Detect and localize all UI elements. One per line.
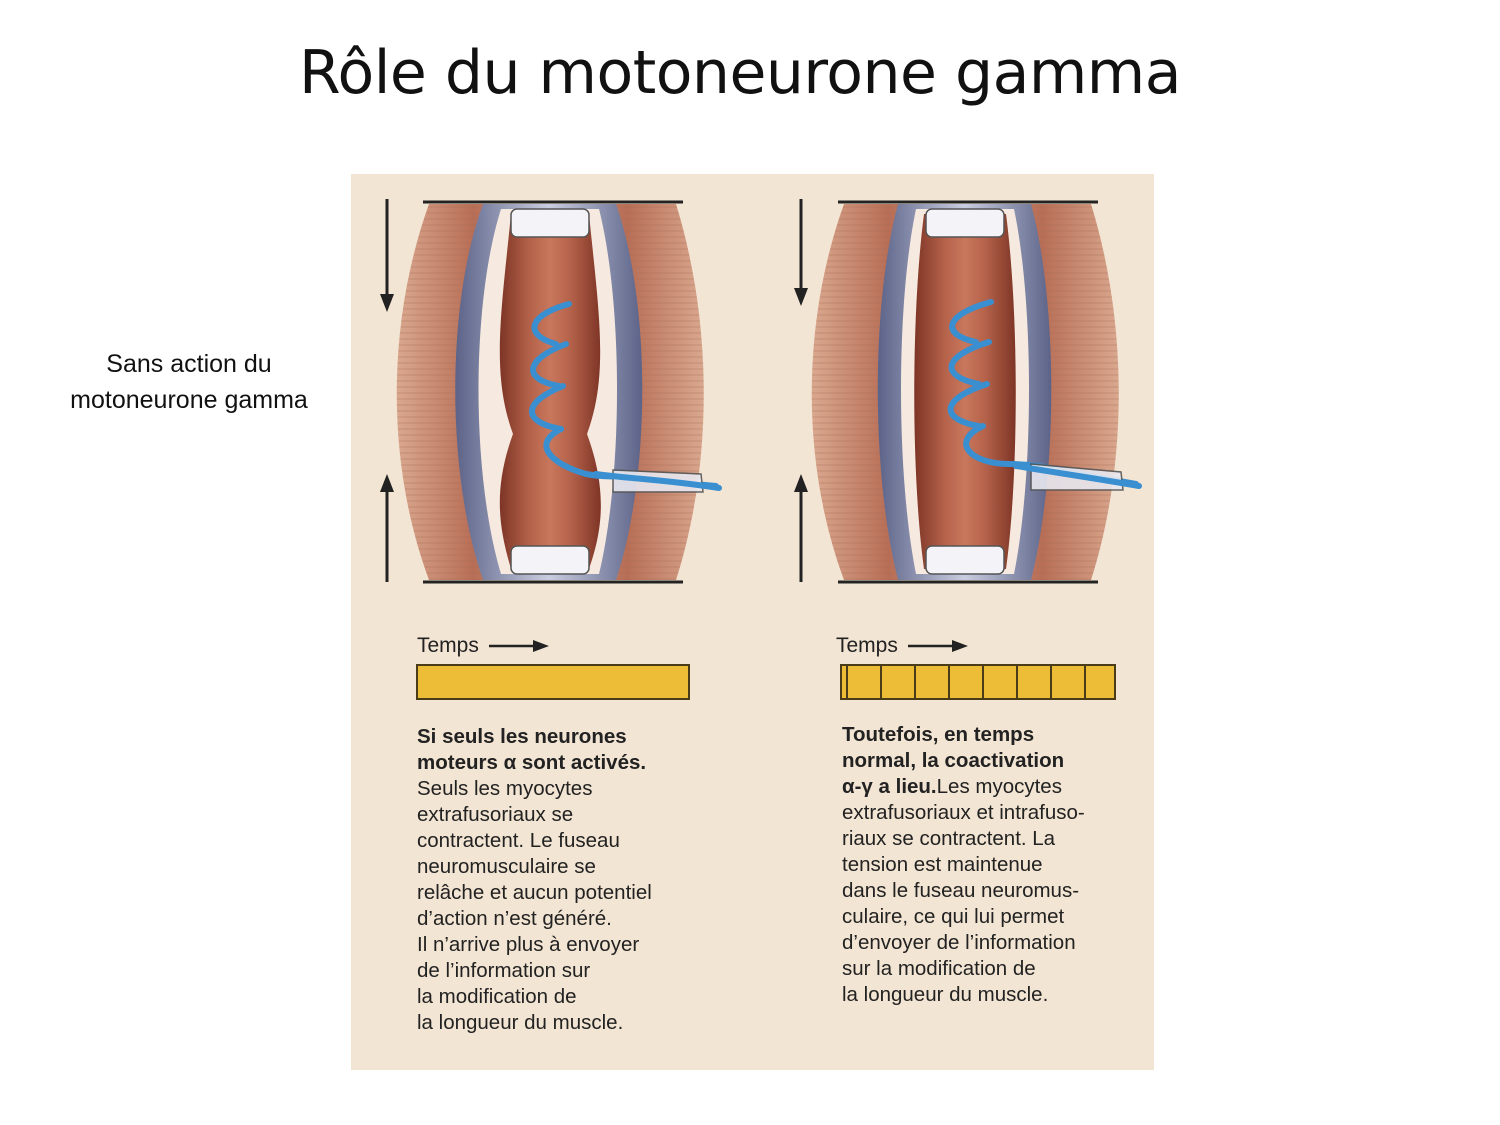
right-caption-mixed-line: α-γ a lieu.Les myocytes [842, 774, 1085, 800]
action-potential-tick [948, 666, 950, 698]
right-caption-line: dans le fuseau neuromus- [842, 879, 1080, 902]
right-caption-tail: Les myocytes [936, 775, 1062, 798]
right-caption-line: riaux se contractent. La [842, 827, 1056, 850]
right-caption-bold-2: normal, la coactivation [842, 749, 1065, 772]
side-label-line-2: motoneurone gamma [70, 386, 308, 414]
left-temps-text: Temps [417, 634, 479, 657]
left-caption-bold-1: Si seuls les neurones [417, 725, 627, 748]
action-potential-tick [1050, 666, 1052, 698]
time-arrow-icon [488, 640, 549, 652]
right-temps-label: Temps [836, 634, 968, 658]
side-label: Sans action du motoneurone gamma [38, 346, 340, 418]
left-caption-line: la longueur du muscle. [417, 1011, 624, 1034]
left-caption-line: relâche et aucun potentiel [417, 881, 652, 904]
action-potential-tick [1016, 666, 1018, 698]
action-potential-tick [1084, 666, 1086, 698]
spindle-illustration [380, 199, 1142, 584]
left-activity-bar [416, 664, 690, 700]
left-caption-line: extrafusoriaux se [417, 803, 574, 826]
right-caption-line: la longueur du muscle. [842, 983, 1049, 1006]
right-caption-line: d’envoyer de l’information [842, 931, 1076, 954]
left-caption-line: d’action n’est généré. [417, 907, 612, 930]
side-label-line-1: Sans action du [106, 350, 272, 378]
right-caption-line: extrafusoriaux et intrafuso- [842, 801, 1085, 824]
action-potential-tick [914, 666, 916, 698]
slide-title: Rôle du motoneurone gamma [299, 38, 1182, 108]
right-caption-bold-3: α-γ a lieu. [842, 775, 937, 798]
right-activity-bar [840, 664, 1116, 700]
right-caption-line: culaire, ce qui lui permet [842, 905, 1065, 928]
left-temps-label: Temps [417, 634, 549, 658]
right-caption-line: tension est maintenue [842, 853, 1043, 876]
action-potential-tick [880, 666, 882, 698]
left-caption: Si seuls les neurones moteurs α sont act… [417, 724, 652, 1036]
right-temps-text: Temps [836, 634, 898, 657]
muscle-spindle-figure: Temps Si seuls les neurones moteurs α so… [351, 174, 1154, 1070]
left-caption-line: Seuls les myocytes [417, 777, 593, 800]
right-caption-line: sur la modification de [842, 957, 1036, 980]
left-caption-line: Il n’arrive plus à envoyer [417, 933, 640, 956]
right-caption-bold-1: Toutefois, en temps [842, 723, 1035, 746]
left-caption-bold-2: moteurs α sont activés. [417, 751, 647, 774]
action-potential-tick [982, 666, 984, 698]
right-spindle [794, 199, 1142, 584]
action-potential-tick [846, 666, 848, 698]
left-caption-line: contractent. Le fuseau [417, 829, 620, 852]
time-arrow-icon [907, 640, 968, 652]
left-caption-line: neuromusculaire se [417, 855, 596, 878]
left-caption-line: la modification de [417, 985, 577, 1008]
left-spindle [380, 199, 722, 584]
right-caption: Toutefois, en temps normal, la coactivat… [842, 722, 1085, 1008]
left-caption-line: de l’information sur [417, 959, 591, 982]
